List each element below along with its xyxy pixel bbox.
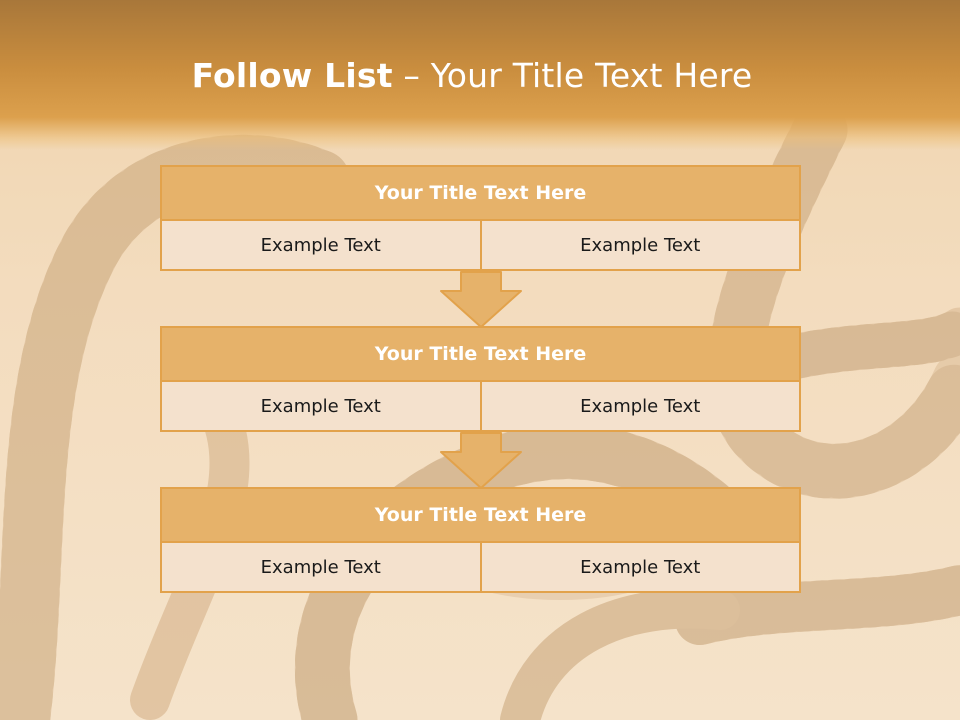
flow-block-3: Your Title Text Here Example Text Exampl… xyxy=(160,487,801,593)
flow-block-2: Your Title Text Here Example Text Exampl… xyxy=(160,326,801,432)
block-cell-left: Example Text xyxy=(160,543,482,593)
block-title: Your Title Text Here xyxy=(160,326,801,382)
block-cell-right: Example Text xyxy=(481,543,801,593)
block-cell-right: Example Text xyxy=(481,221,801,271)
block-cell-left: Example Text xyxy=(160,221,482,271)
block-cell-right: Example Text xyxy=(481,382,801,432)
title-strong: Follow List xyxy=(191,56,393,95)
header-bar xyxy=(0,0,960,150)
down-arrow-2 xyxy=(440,432,522,489)
block-title: Your Title Text Here xyxy=(160,487,801,543)
block-title: Your Title Text Here xyxy=(160,165,801,221)
title-rest: – Your Title Text Here xyxy=(392,56,753,95)
block-row: Example Text Example Text xyxy=(160,382,801,432)
down-arrow-1 xyxy=(440,271,522,328)
block-cell-left: Example Text xyxy=(160,382,482,432)
block-row: Example Text Example Text xyxy=(160,221,801,271)
page-title: Follow List – Your Title Text Here xyxy=(0,56,944,95)
block-row: Example Text Example Text xyxy=(160,543,801,593)
flow-block-1: Your Title Text Here Example Text Exampl… xyxy=(160,165,801,271)
